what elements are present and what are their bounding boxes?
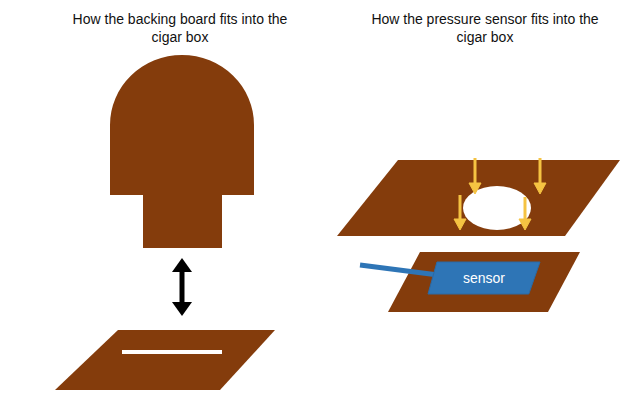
top-plate [337,160,620,236]
backing-board [110,55,254,248]
sensor-label: sensor [463,270,505,286]
sensor-pad: sensor [428,262,540,294]
heading: How the backing board fits into the ciga… [60,10,300,46]
pressure-arrows [454,158,546,230]
box-lid [55,330,275,390]
heading: How the pressure sensor fits into the ci… [365,10,605,46]
slot [122,350,222,354]
double-arrow [172,258,192,316]
bottom-plate [388,252,580,312]
hole [463,186,531,230]
